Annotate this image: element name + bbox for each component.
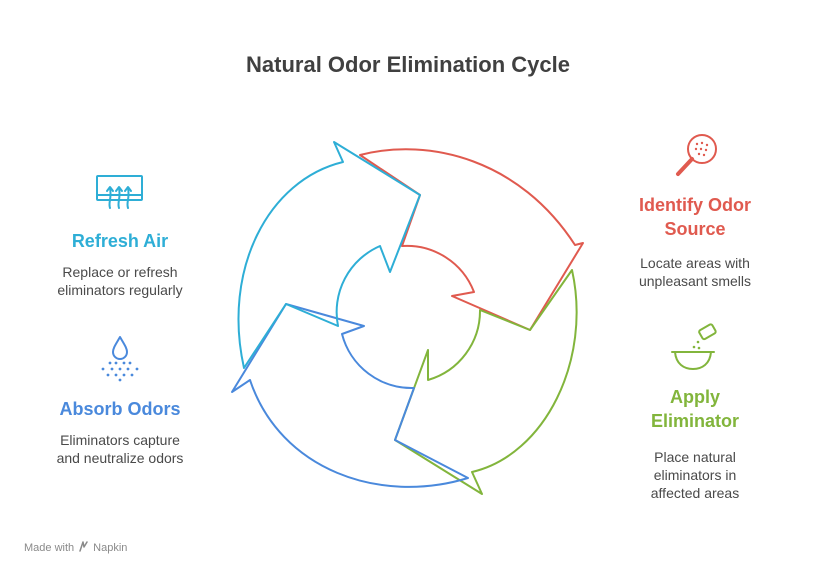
step-apply-desc: Place natural eliminators in affected ar…	[610, 448, 780, 502]
footer-made-with: Made with	[24, 542, 75, 554]
step-apply-desc-line-2: eliminators in	[653, 467, 737, 483]
step-identify-desc: Locate areas with unpleasant smells	[610, 254, 780, 290]
step-apply-desc-line-1: Place natural	[654, 449, 736, 465]
step-refresh-title: Refresh Air	[71, 231, 169, 251]
step-refresh-desc-line-2: eliminators regularly	[57, 282, 183, 298]
step-refresh: Refresh Air Replace or refresh eliminato…	[30, 229, 210, 299]
step-refresh-desc: Replace or refresh eliminators regularly	[30, 263, 210, 299]
diagram-title: Natural Odor Elimination Cycle	[246, 52, 570, 77]
step-identify-title-line-1: Identify Odor	[639, 195, 751, 215]
step-absorb: Absorb Odors Eliminators capture and neu…	[30, 397, 210, 467]
footer-attribution: Made with Napkin	[24, 541, 127, 555]
droplet-icon	[94, 334, 146, 391]
step-apply-title: Apply Eliminator	[610, 385, 780, 433]
step-apply-title-line-1: Apply	[669, 387, 720, 407]
step-apply: Apply Eliminator Place natural eliminato…	[610, 385, 780, 502]
step-absorb-desc-line-2: and neutralize odors	[56, 450, 184, 466]
step-absorb-desc: Eliminators capture and neutralize odors	[30, 431, 210, 467]
napkin-logo-icon	[78, 541, 89, 555]
step-apply-desc-line-3: affected areas	[650, 485, 740, 501]
footer-brand: Napkin	[93, 542, 128, 554]
magnifier-icon	[670, 130, 722, 187]
air-vent-icon	[94, 172, 146, 217]
step-identify: Identify Odor Source Locate areas with u…	[610, 193, 780, 290]
step-apply-title-line-2: Eliminator	[650, 411, 739, 431]
step-identify-title-line-2: Source	[664, 219, 726, 239]
shaker-bowl-icon	[668, 322, 724, 379]
cycle-arrow-absorb	[231, 303, 469, 488]
cycle-arrow-apply	[394, 269, 578, 495]
step-identify-desc-line-2: unpleasant smells	[638, 273, 752, 289]
cycle-arrow-identify	[359, 148, 584, 331]
step-identify-title: Identify Odor Source	[610, 193, 780, 241]
step-refresh-desc-line-1: Replace or refresh	[62, 264, 178, 280]
cycle-arrow-refresh	[237, 141, 421, 369]
step-absorb-desc-line-1: Eliminators capture	[60, 432, 180, 448]
step-absorb-title: Absorb Odors	[59, 399, 181, 419]
step-identify-desc-line-1: Locate areas with	[640, 255, 750, 271]
